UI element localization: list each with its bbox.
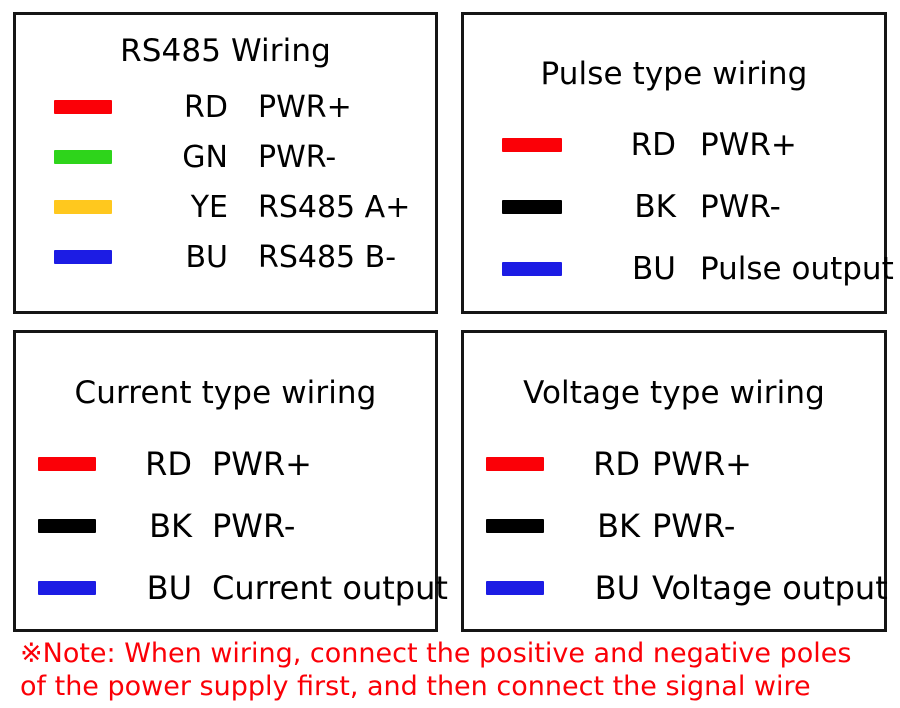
wire-function-label: PWR- <box>212 507 296 545</box>
wire-code-label: BU <box>185 239 228 275</box>
black-wire-swatch <box>486 519 544 533</box>
wire-function-label: Current output <box>212 569 448 607</box>
black-wire-swatch <box>38 519 96 533</box>
wiring-row: RD PWR+ <box>464 433 884 495</box>
wiring-row-list: RD PWR+ BK PWR- BU Current output <box>16 433 448 619</box>
panel-title: Pulse type wiring <box>540 56 808 92</box>
wiring-row: BU Current output <box>16 557 448 619</box>
wire-code-label: GN <box>182 139 228 175</box>
wiring-row: RD PWR+ <box>16 82 435 132</box>
blue-wire-swatch <box>38 581 96 595</box>
wiring-row: RD PWR+ <box>16 433 435 495</box>
wire-code-label: YE <box>190 189 228 225</box>
wire-code-label: BU <box>146 569 192 607</box>
wire-code-label: BU <box>632 251 676 287</box>
red-wire-swatch <box>486 457 544 471</box>
wiring-row: YE RS485 A+ <box>16 182 435 232</box>
yellow-wire-swatch <box>54 200 112 214</box>
wiring-row: BU Pulse output <box>464 238 894 300</box>
wire-function-label: PWR+ <box>258 89 352 125</box>
wire-function-label: Pulse output <box>700 251 894 287</box>
wiring-row: GN PWR- <box>16 132 435 182</box>
wire-code-label: BU <box>594 569 640 607</box>
wire-code-label: RD <box>593 445 640 483</box>
wire-code-label: RD <box>145 445 192 483</box>
blue-wire-swatch <box>54 250 112 264</box>
wiring-row: BU RS485 B- <box>16 232 435 282</box>
wire-function-label: PWR- <box>652 507 736 545</box>
wire-function-label: PWR- <box>258 139 337 175</box>
black-wire-swatch <box>502 200 562 214</box>
wire-function-label: PWR+ <box>212 445 312 483</box>
panel-title: RS485 Wiring <box>120 33 331 69</box>
blue-wire-swatch <box>502 262 562 276</box>
wire-function-label: PWR+ <box>700 127 797 163</box>
wire-code-label: RD <box>184 89 228 125</box>
wire-function-label: Voltage output <box>652 569 888 607</box>
wire-code-label: BK <box>149 507 192 545</box>
wiring-note-line-1: ※Note: When wiring, connect the positive… <box>20 638 852 669</box>
wire-code-label: BK <box>634 189 676 225</box>
panel-rs485-wiring: RS485 Wiring RD PWR+ GN PWR- YE RS485 A+… <box>13 12 438 314</box>
wire-code-label: RD <box>630 127 676 163</box>
blue-wire-swatch <box>486 581 544 595</box>
wiring-row: BU Voltage output <box>464 557 888 619</box>
wire-function-label: PWR+ <box>652 445 752 483</box>
wiring-row: BK PWR- <box>464 495 884 557</box>
panel-pulse-type-wiring: Pulse type wiring RD PWR+ BK PWR- BU Pul… <box>461 12 894 314</box>
wiring-row: BK PWR- <box>16 495 435 557</box>
wire-function-label: RS485 B- <box>258 239 397 275</box>
panel-current-type-wiring: Current type wiring RD PWR+ BK PWR- BU C… <box>13 330 448 632</box>
panel-voltage-type-wiring: Voltage type wiring RD PWR+ BK PWR- BU V… <box>461 330 888 632</box>
panel-title: Current type wiring <box>74 375 377 411</box>
wiring-note-line-2: of the power supply first, and then conn… <box>20 671 811 702</box>
red-wire-swatch <box>54 100 112 114</box>
red-wire-swatch <box>502 138 562 152</box>
panel-title: Voltage type wiring <box>523 375 825 411</box>
wire-function-label: RS485 A+ <box>258 189 411 225</box>
wiring-row-list: RD PWR+ GN PWR- YE RS485 A+ BU RS485 B- <box>16 82 435 282</box>
wiring-row: RD PWR+ <box>464 114 884 176</box>
wire-function-label: PWR- <box>700 189 781 225</box>
red-wire-swatch <box>38 457 96 471</box>
wiring-note: ※Note: When wiring, connect the positive… <box>20 637 900 703</box>
green-wire-swatch <box>54 150 112 164</box>
wiring-row-list: RD PWR+ BK PWR- BU Voltage output <box>464 433 888 619</box>
wiring-row-list: RD PWR+ BK PWR- BU Pulse output <box>464 114 894 300</box>
wiring-row: BK PWR- <box>464 176 884 238</box>
wire-code-label: BK <box>597 507 640 545</box>
